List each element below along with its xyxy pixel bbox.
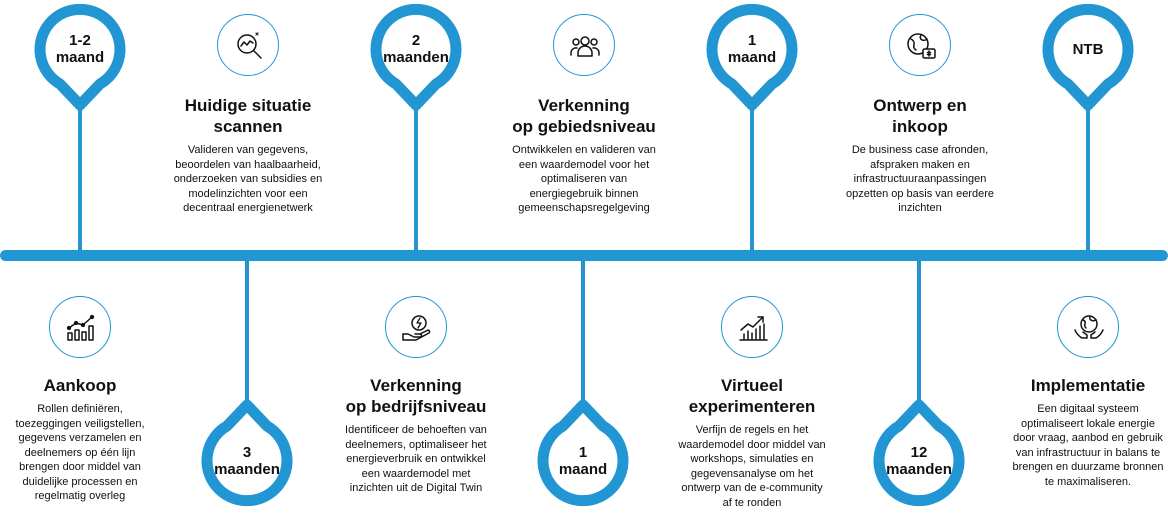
duration-label: 12 maanden [886,444,952,478]
step-description: Ontwikkelen en valideren van een waardem… [512,144,656,214]
step-title: Ontwerp en inkoop [873,96,967,136]
hands-globe-icon [1074,315,1104,339]
duration-label: 1 maand [558,444,608,478]
pin-stem [245,258,249,408]
growth-chart-icon [739,316,768,341]
pin-stem [414,104,418,254]
pin-stem [1086,104,1090,254]
step-icon-circle [49,296,111,358]
duration-label: 2 maanden [383,32,449,66]
step-description: Valideren van gegevens, beoordelen van h… [173,144,323,214]
timeline-bar [0,250,1168,261]
duration-pin: NTB [1039,0,1137,111]
bar-chart-icon [66,314,95,341]
step-icon-circle [217,14,279,76]
step-icon-circle [1057,296,1119,358]
duration-label: 3 maanden [214,444,280,478]
group-people-icon [570,36,600,57]
step-description: Rollen definiëren, toezeggingen veiligst… [15,403,145,502]
step-title: Implementatie [1030,376,1146,395]
step-icon-circle [385,296,447,358]
duration-pin: 12 maanden [870,399,968,510]
duration-label: 1-2 maand [55,32,105,66]
step-description: Een digitaal systeem optimaliseert lokal… [1012,403,1164,488]
duration-pin: 2 maanden [367,0,465,111]
pin-stem [78,104,82,254]
duration-pin: 1 maand [534,399,632,510]
hand-energy-icon [402,315,431,341]
step-title: Verkenning op bedrijfsniveau [345,376,487,416]
step-icon-circle [553,14,615,76]
step-description: De business case afronden, afspraken mak… [846,144,994,214]
step-icon-circle [889,14,951,76]
step-description: Verfijn de regels en het waardemodel doo… [678,424,826,509]
globe-money-icon [907,33,936,59]
duration-label: 1 maand [727,32,777,66]
step-title: Aankoop [43,376,117,395]
pin-stem [581,258,585,408]
step-title: Virtueel experimenteren [688,376,816,416]
step-title: Verkenning op gebiedsniveau [512,96,656,136]
step-title: Huidige situatie scannen [184,96,312,136]
step-icon-circle [721,296,783,358]
step-description: Identificeer de behoeften van deelnemers… [345,424,487,494]
duration-label: NTB [1072,40,1104,58]
magnifier-chart-icon [237,32,262,59]
duration-pin: 1 maand [703,0,801,111]
duration-pin: 1-2 maand [31,0,129,111]
duration-pin: 3 maanden [198,399,296,510]
pin-stem [750,104,754,254]
pin-stem [917,258,921,408]
